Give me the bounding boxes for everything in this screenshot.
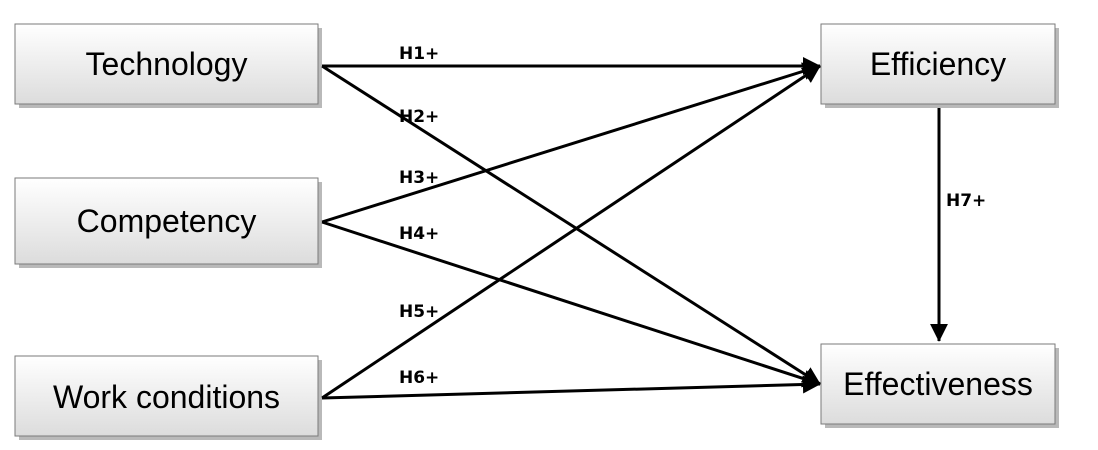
label-h5: H5+ — [399, 302, 439, 322]
node-competency-label: Competency — [77, 203, 257, 239]
node-work-conditions: Work conditions — [14, 355, 322, 440]
label-h3: H3+ — [399, 168, 439, 188]
node-work-conditions-box — [14, 355, 319, 437]
node-effectiveness-label: Effectiveness — [843, 366, 1033, 402]
node-efficiency-label: Efficiency — [870, 46, 1006, 82]
label-h4: H4+ — [399, 224, 439, 244]
label-h1: H1+ — [399, 44, 439, 64]
edge-h2-technology-effectiveness — [321, 64, 821, 386]
label-h7: H7+ — [946, 191, 986, 211]
node-work-conditions-label: Work conditions — [53, 379, 280, 415]
node-technology-box — [14, 23, 319, 105]
label-h2: H2+ — [399, 107, 439, 127]
edge-h5-work-conditions-efficiency — [321, 64, 821, 400]
node-effectiveness-box — [820, 343, 1056, 425]
node-effectiveness: Effectiveness — [820, 343, 1059, 428]
node-efficiency: Efficiency — [820, 23, 1059, 108]
edge-h3-competency-efficiency — [321, 62, 821, 224]
hypothesis-labels: H1+ H2+ H3+ H4+ H5+ H6+ H7+ — [399, 44, 986, 388]
edges — [321, 57, 948, 400]
label-h6: H6+ — [399, 368, 439, 388]
node-competency-box — [14, 177, 319, 265]
node-technology: Technology — [14, 23, 322, 108]
node-competency: Competency — [14, 177, 322, 268]
node-efficiency-box — [820, 23, 1056, 105]
edge-h6-work-conditions-effectiveness — [321, 375, 821, 400]
edge-h4-competency-effectiveness — [321, 220, 821, 388]
node-technology-label: Technology — [86, 46, 248, 82]
